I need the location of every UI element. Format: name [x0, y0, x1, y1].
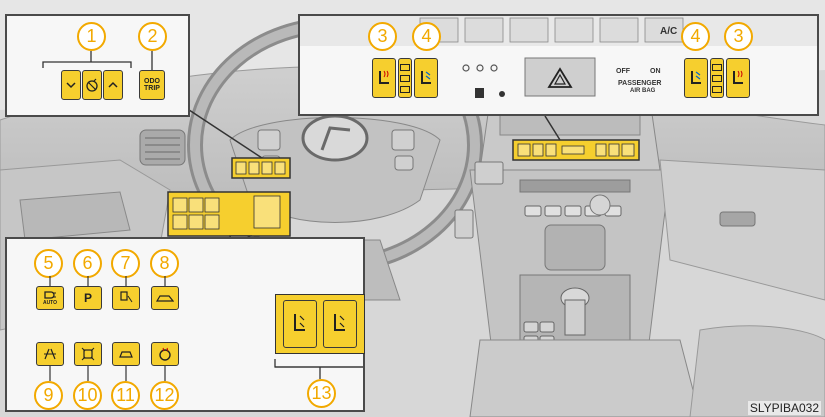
odo-trip-button[interactable]: ODO TRIP: [139, 70, 165, 100]
seat-adjust-icon: [291, 310, 309, 338]
seat-heater-icon: [376, 68, 392, 88]
callout-box-driving-switches: 5 6 7 8 AUTO P 9 10 11 12: [5, 237, 365, 412]
seat-ventilator-icon: [418, 68, 434, 88]
driver-seat-level-indicator: [398, 58, 412, 98]
ac-label: A/C: [660, 26, 677, 37]
callout-number-4-right: 4: [681, 22, 710, 51]
callout-number-3-left: 3: [368, 22, 397, 51]
seat-heater-icon: [730, 68, 746, 88]
dim-up-button[interactable]: [103, 70, 123, 100]
airbag-label: AIR BAG: [630, 88, 655, 94]
callout-box-instrument-switches: 1 2 ODO TRIP: [5, 14, 190, 117]
passenger-seat-heater-button[interactable]: [726, 58, 750, 98]
callout-box-seat-climate: A/C OFF ON PASSENGER AIR BAG 3 4 4 3: [298, 14, 819, 116]
driver-seat-ventilator-button[interactable]: [414, 58, 438, 98]
seat-position-button-right[interactable]: [323, 300, 357, 348]
driver-seat-heater-button[interactable]: [372, 58, 396, 98]
callout-number-13: 13: [307, 379, 336, 408]
odo-label: ODO: [144, 78, 160, 85]
instrument-light-button[interactable]: [82, 70, 102, 100]
airbag-on-indicator: ON: [650, 68, 661, 75]
chevron-up-icon: [108, 81, 118, 89]
passenger-label: PASSENGER: [618, 80, 661, 87]
figure-id: SLYPIBA032: [748, 401, 821, 415]
instrument-panel-light-icon: [85, 78, 99, 92]
passenger-seat-level-indicator: [710, 58, 724, 98]
callout-number-4-left: 4: [412, 22, 441, 51]
seat-ventilator-icon: [688, 68, 704, 88]
seat-position-button-left[interactable]: [283, 300, 317, 348]
dim-down-button[interactable]: [61, 70, 81, 100]
seat-adjust-icon: [331, 310, 349, 338]
passenger-seat-ventilator-button[interactable]: [684, 58, 708, 98]
bracket-lines: [7, 16, 192, 119]
trip-label: TRIP: [144, 85, 160, 92]
chevron-down-icon: [66, 81, 76, 89]
callout-number-3-right: 3: [724, 22, 753, 51]
airbag-off-indicator: OFF: [616, 68, 630, 75]
hazard-warning-icon: [547, 67, 573, 89]
